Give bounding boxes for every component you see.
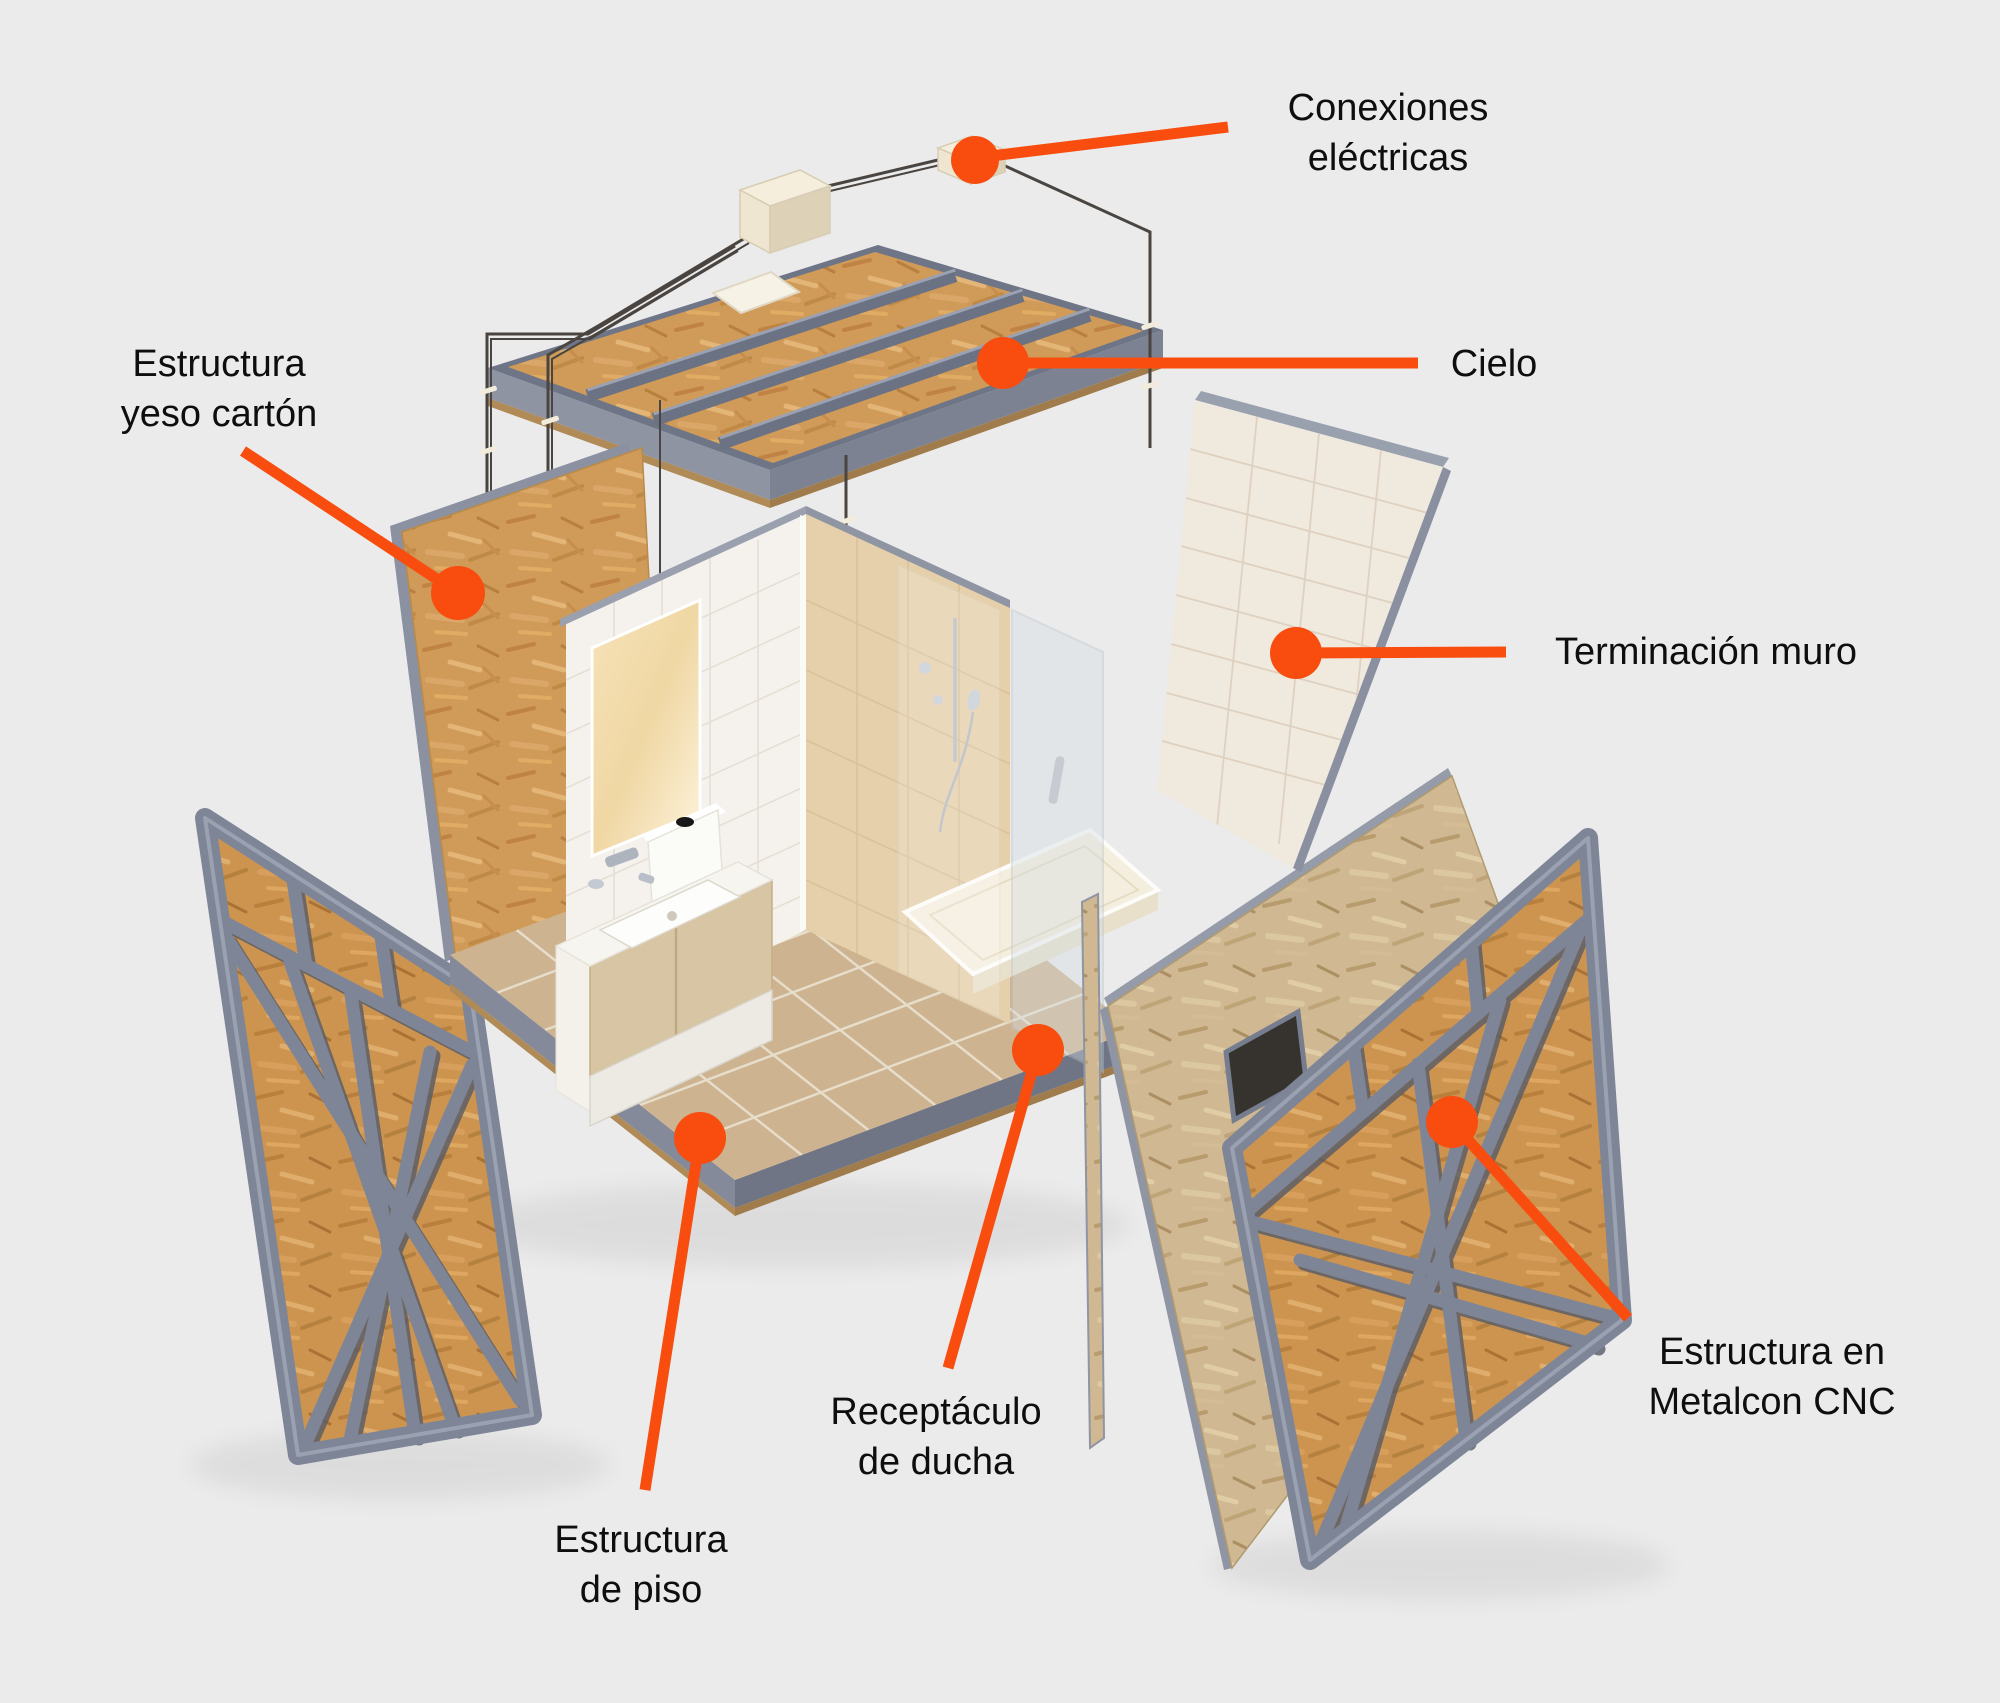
faucet-knob (588, 879, 604, 889)
osb-sliver-panel (1080, 892, 1106, 1450)
wall-top-edge (560, 506, 806, 627)
vanity (554, 847, 774, 1128)
callout-dot-receptaculo (1012, 1024, 1064, 1076)
label-line: Estructura en (1658, 1331, 1885, 1373)
faucet (605, 847, 639, 868)
shower-glass (897, 563, 1104, 1074)
callout-lines (239, 121, 1633, 1491)
label-line: Metalcon CNC (1648, 1381, 1896, 1423)
shower-head (967, 689, 981, 711)
shower-hose (938, 711, 975, 833)
glass-pane-front (1011, 608, 1104, 1074)
panel-top-edge (1104, 768, 1452, 1006)
floor-wood-lip (735, 1058, 1135, 1216)
tray-front (973, 890, 1158, 994)
bathroom-module (450, 506, 1162, 1216)
callout-label-terminacion: Terminación muro (1555, 627, 1857, 677)
panel-right-edge (1293, 467, 1451, 872)
shower-valve (933, 695, 943, 705)
tray-inner (928, 844, 1140, 962)
callout-label-metalcon: Estructura en Metalcon CNC (1648, 1327, 1895, 1427)
faucet-spout (638, 872, 655, 884)
callout-line-yeso (239, 446, 462, 598)
vanity-open-shelf (589, 988, 773, 1128)
label-line: Conexiones (1287, 87, 1489, 129)
callout-dot-metalcon (1426, 1096, 1478, 1148)
callout-line-terminacion (1295, 646, 1507, 659)
callout-label-yeso: Estructura yeso cartón (121, 339, 317, 439)
glass-door-handle (1048, 756, 1065, 804)
ceiling-joist-highlights (587, 268, 1090, 440)
wire (1002, 163, 1152, 448)
label-line: yeso cartón (120, 393, 318, 435)
callout-dot-yeso (431, 566, 485, 620)
panel-top-edge (1195, 391, 1449, 467)
callout-dot-piso (674, 1112, 726, 1164)
callout-line-receptaculo (942, 1048, 1044, 1370)
glass-pane-back (897, 563, 1001, 1020)
ceiling-joists (585, 269, 1092, 450)
callout-label-conexiones: Conexiones eléctricas (1288, 83, 1489, 183)
sink-drain (667, 911, 677, 921)
frame-members (1237, 908, 1615, 1551)
callout-label-piso: Estructura de piso (554, 1515, 727, 1615)
label-line: Cielo (1450, 343, 1538, 385)
label-line: Estructura (554, 1519, 728, 1561)
callout-dot-terminacion (1270, 627, 1322, 679)
callout-label-cielo: Cielo (1451, 339, 1538, 389)
ceiling-access-pad (710, 270, 802, 315)
label-line: eléctricas (1307, 137, 1469, 179)
shower-valve (919, 662, 931, 674)
wall-top-edge (806, 506, 1010, 608)
shower-tray (901, 827, 1162, 994)
callout-dots (431, 136, 1478, 1164)
label-line: Receptáculo (830, 1391, 1042, 1433)
ceiling-panel (488, 245, 1163, 508)
frame-members (213, 867, 527, 1452)
frame-perimeter-highlight (203, 816, 534, 1457)
callout-line-piso (639, 1137, 706, 1491)
callout-line-conexiones (982, 121, 1229, 163)
ceiling-edge-right (770, 330, 1163, 500)
callout-line-metalcon (1447, 1118, 1633, 1322)
callout-dot-conexiones (951, 136, 999, 184)
frame-perimeter-highlight (1230, 836, 1624, 1562)
ceiling-edge-left (488, 368, 770, 500)
electrical-junction-box-large (738, 169, 832, 255)
tray-top (901, 827, 1162, 977)
label-line: Terminación muro (1555, 631, 1857, 673)
shower-fixtures (919, 618, 981, 833)
callout-label-receptaculo: Receptáculo de ducha (830, 1387, 1041, 1487)
label-line: de piso (579, 1569, 703, 1611)
panel-left-edge (1100, 1006, 1232, 1570)
label-line: de ducha (857, 1441, 1015, 1483)
toilet-flush-button (676, 817, 694, 827)
callout-dot-cielo (977, 337, 1029, 389)
vanity-side (555, 945, 591, 1113)
frame-osb-backing (1232, 838, 1622, 1560)
ceiling-wood-lip (770, 360, 1163, 508)
label-line: Estructura (132, 343, 306, 385)
